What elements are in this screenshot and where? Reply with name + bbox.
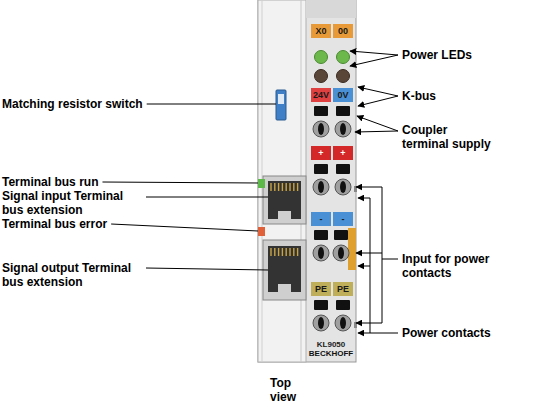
power-led (315, 51, 328, 64)
error-led (258, 227, 265, 236)
leader-line (146, 268, 268, 270)
power-tag-label: - (333, 212, 353, 226)
rj45-pin (297, 183, 298, 191)
rj45-pin (270, 183, 271, 191)
leader-line (146, 197, 268, 198)
led-tag (311, 24, 331, 38)
leader-line (350, 55, 398, 66)
rj45-pin (282, 183, 283, 191)
leader-line (355, 131, 398, 132)
contact-row (313, 106, 351, 137)
callout-label: Input for power contacts (402, 252, 502, 280)
led-tag-label: 00 (333, 24, 353, 38)
contact-row (313, 230, 349, 261)
leader-line (147, 104, 276, 105)
rj45-opening (268, 181, 301, 219)
power-contact-strip (348, 228, 356, 270)
callout-label: Power contacts (402, 326, 491, 340)
led-off (315, 70, 328, 83)
housing-top (306, 0, 356, 18)
run-led (258, 179, 265, 188)
power-tag (311, 212, 331, 226)
supply-tag (333, 88, 353, 102)
contact-row (313, 164, 351, 195)
supply-tag-label: 0V (333, 88, 353, 102)
power-tag-label: + (333, 146, 353, 160)
pe-tag-label: PE (311, 282, 331, 296)
switch-lever (278, 94, 284, 104)
led-tag (333, 24, 353, 38)
rj45-socket (263, 176, 306, 224)
power-tag (333, 146, 353, 160)
brand-label: BECKHOFF (306, 349, 356, 358)
leader-line (357, 116, 398, 131)
rj45-pin (297, 248, 298, 256)
rj45-pin (289, 248, 290, 256)
power-led (337, 51, 350, 64)
led-tag-label: X0 (311, 24, 331, 38)
contact-row (313, 300, 351, 331)
rj45-pins (271, 248, 298, 256)
power-tag (333, 212, 353, 226)
leader-line (102, 182, 258, 183)
callout-bracket (356, 187, 382, 333)
callout-label: Terminal bus run (2, 175, 98, 189)
power-tag-label: - (311, 212, 331, 226)
power-tag-label: + (311, 146, 331, 160)
rj45-pin (278, 183, 279, 191)
callout-label: K-bus (402, 89, 436, 103)
rj45-pin (286, 183, 287, 191)
led-off (337, 70, 350, 83)
rj45-pin (293, 248, 294, 256)
resistor-switch (276, 90, 286, 120)
leader-line (111, 224, 258, 231)
callout-label: Terminal bus error (2, 217, 107, 231)
supply-tag-label: 24V (311, 88, 331, 102)
supply-tag (311, 88, 331, 102)
rj45-pin (286, 248, 287, 256)
rj45-pin (282, 248, 283, 256)
callout-label: Power LEDs (402, 48, 472, 62)
rj45-pin (293, 183, 294, 191)
callout-label: Signal input Terminal bus extension (2, 189, 142, 217)
rj45-pin (274, 248, 275, 256)
rj45-latch (278, 211, 291, 219)
power-tag (311, 146, 331, 160)
rj45-pins (271, 183, 298, 191)
type-label: KL9050 (306, 340, 356, 349)
rj45-pin (289, 183, 290, 191)
leader-line (350, 51, 398, 55)
view-label: Top view (270, 376, 310, 404)
rj45-opening (268, 246, 301, 292)
rj45-pin (270, 248, 271, 256)
leader-line (358, 87, 398, 96)
leader-line (382, 259, 398, 260)
pe-tag (311, 282, 331, 296)
rj45-pin (274, 183, 275, 191)
leader-line (358, 96, 398, 106)
rj45-latch (278, 284, 291, 292)
leader-line (358, 333, 398, 334)
housing-left-part (258, 0, 306, 362)
terminal-housing (258, 0, 356, 362)
callout-label: Signal output Terminal bus extension (2, 261, 142, 289)
callout-label: Coupler terminal supply (402, 123, 496, 151)
pe-tag (333, 282, 353, 296)
rj45-pin (278, 248, 279, 256)
callout-label: Matching resistor switch (2, 97, 143, 111)
pe-tag-label: PE (333, 282, 353, 296)
rj45-socket (263, 240, 306, 300)
